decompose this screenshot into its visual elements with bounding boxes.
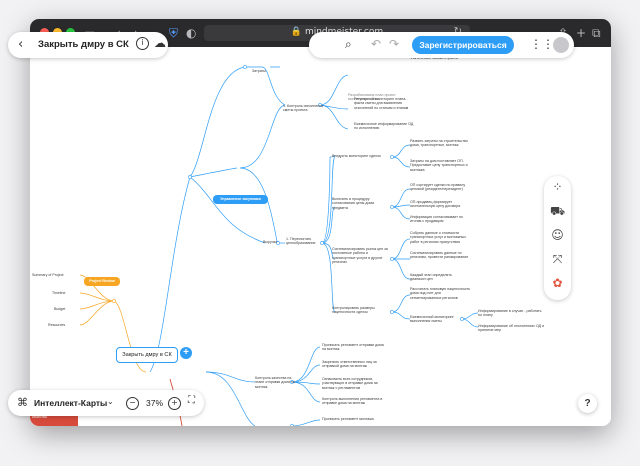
shield-icon[interactable]: ⛨ [169, 26, 179, 40]
privacy-icon[interactable]: ◐ [186, 26, 197, 40]
node-ezhemesyachnyi[interactable]: Ежемесячный мониторинг выполнения сметы [410, 315, 454, 324]
node-upravlenie-zakupkami[interactable]: Управление закупками [213, 195, 268, 204]
bottom-toolbar: ⌘ Интеллект-Карты ⌄ − 37% + ⛶ [8, 390, 204, 416]
node-zatraty[interactable]: Затраты [252, 69, 266, 73]
help-button[interactable]: ? [578, 394, 597, 413]
chevron-down-icon[interactable]: ⌄ [107, 397, 114, 406]
cloud-icon[interactable]: ☁ [154, 36, 166, 50]
new-tab-icon[interactable]: + [576, 26, 587, 40]
node-ezhemesyachnoe[interactable]: Ежемесячное информирование ОД по исполне… [354, 122, 414, 131]
root-node[interactable]: Закрыть дмру в СК [116, 347, 178, 363]
node-kontrol-kachestva[interactable]: Контроль качества на этапе отправки дома… [255, 376, 295, 389]
node-propisat[interactable]: Прописать регламент отправки дома на мон… [322, 343, 384, 352]
node-budget[interactable]: Budget [54, 307, 66, 311]
paint-bucket-icon[interactable]: ⛟ [549, 204, 566, 218]
node-zatraty-op[interactable]: Затраты на дом поставляет ОП. Предостави… [410, 159, 468, 172]
node-timeline[interactable]: Timeline [52, 291, 66, 295]
node-top-stub[interactable]: Фактические заявки и факты [410, 56, 459, 60]
node-control-hidden[interactable]: Разрабатываем план-проект выполнения пла… [348, 93, 396, 102]
node-propisat2[interactable]: Прописать регламент монтажа [322, 417, 374, 421]
undo-icon[interactable]: ↶ [371, 37, 382, 51]
tabs-overview-icon[interactable]: ⧉ [592, 26, 601, 40]
node-razvit[interactable]: Развить затраты на строительство дома, т… [410, 139, 468, 148]
chevron-left-icon[interactable]: ‹ [18, 37, 24, 52]
zoom-out-button[interactable]: − [126, 397, 139, 410]
node-vnedrit[interactable]: Внедрить мониторинг сделок [332, 154, 381, 158]
node-op-sortiruet[interactable]: ОП сортирует сделки по правилу ценовой (… [410, 183, 466, 192]
register-button[interactable]: Зарегистрироваться [412, 36, 514, 54]
node-op-formiruet[interactable]: ОП-продавец формирует окончательную цену… [410, 200, 461, 209]
reload-icon[interactable]: ↻ [454, 26, 462, 37]
mindmap-icon[interactable]: ⌘ [17, 396, 28, 409]
fit-screen-icon[interactable]: ⛶ [188, 395, 195, 406]
redo-icon[interactable]: ↷ [389, 37, 400, 51]
node-vyrutka[interactable]: Выручка [263, 240, 278, 244]
node-kazhdyi[interactable]: Каждый этап определять диапазон цен [410, 273, 452, 282]
node-rasschitat[interactable]: Рассчитать плановую наценочность дома по… [410, 287, 471, 300]
node-kontrolirovat[interactable]: Контролировать размеры наценочности сдел… [332, 306, 375, 315]
zoom-in-button[interactable]: + [168, 397, 181, 410]
document-toolbar: ‹ Закрыть дмру в СК i ☁ [8, 32, 168, 58]
structure-icon[interactable]: ⤧ [552, 252, 563, 266]
color-palette-icon[interactable]: ✿ [552, 276, 563, 290]
app-name[interactable]: Интеллект-Карты [34, 398, 108, 408]
search-icon[interactable]: ⌕ [345, 37, 352, 51]
add-node-button[interactable]: + [180, 347, 192, 359]
node-informirovanie[interactable]: Информирование в случае - работать по пл… [478, 309, 542, 318]
node-project-review[interactable]: Project Review [84, 277, 120, 286]
node-sobrat[interactable]: Собрать данные о стоимости транспортных … [410, 231, 466, 244]
emoji-icon[interactable]: ☺ [551, 228, 564, 242]
node-zakrepit[interactable]: Закрепить ответственных лиц за отправкой… [322, 360, 377, 369]
node-kontrol-ispolneniya[interactable]: 1. Контроль исполнения сметы проекта [283, 104, 324, 113]
node-summary[interactable]: Summary of Project [32, 273, 64, 277]
node-informaciya[interactable]: Информация согласовывает по итогам с про… [410, 215, 463, 224]
node-sistematizaciya[interactable]: Систематизировать данные по регионам, пр… [410, 251, 469, 260]
browser-window: ▭⌄ ‹ › ⛨ ◐ 🔒 mindmeister.com ↻ ⇪ + ⧉ [30, 19, 611, 426]
mindmap-canvas[interactable]: Фактические заявки и факты Затраты Разра… [30, 47, 611, 426]
node-oznakomit[interactable]: Ознакомить всех сотрудников, участвующих… [322, 377, 378, 390]
user-avatar[interactable] [553, 37, 569, 53]
node-plan-fakt[interactable]: Регулярный мониторинг плана-факта сметы … [354, 97, 409, 110]
node-informirovanie-od[interactable]: Информирование об отклонениях ОД и приня… [478, 324, 545, 333]
node-kontrol-vypolneniya[interactable]: Контроль выполнения регламента в отправк… [322, 397, 383, 406]
node-resources[interactable]: Resources [48, 323, 66, 327]
node-pereschitat[interactable]: 1. Пересчитать ценообразование [286, 237, 316, 246]
connector-lines [79, 65, 479, 426]
document-title[interactable]: Закрыть дмру в СК [38, 39, 129, 50]
node-vklyuchit[interactable]: Включить в процедуру согласования цены д… [332, 197, 374, 210]
side-toolbar: ⁘ ⛟ ☺ ⤧ ✿ [544, 176, 571, 300]
actions-toolbar: ⌕ ↶ ↷ Зарегистрироваться ⋮⋮⋮ [309, 32, 574, 58]
info-icon[interactable]: i [136, 37, 149, 50]
layout-icon[interactable]: ⁘ [552, 180, 563, 194]
zoom-level: 37% [146, 398, 164, 408]
node-sistematizirovat[interactable]: Систематизировать рынок цен за постоянны… [332, 247, 388, 264]
